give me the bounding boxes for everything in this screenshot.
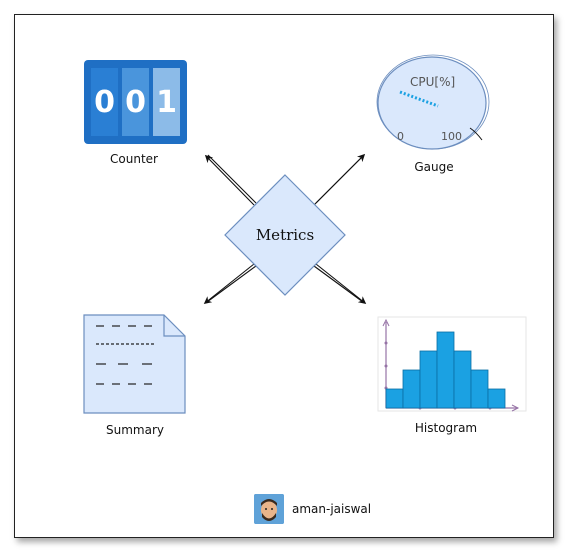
- connector-histogram: [313, 263, 367, 304]
- counter-digit: 0: [122, 68, 149, 136]
- counter-digit: 1: [153, 68, 180, 136]
- counter-label: Counter: [110, 152, 158, 166]
- gauge-title: CPU[%]: [410, 75, 456, 89]
- connector-counter: [204, 154, 257, 206]
- gauge-min-label: 0: [397, 130, 404, 143]
- metrics-label: Metrics: [255, 226, 315, 244]
- gauge-max-label: 100: [441, 130, 462, 143]
- avatar-face-icon: [254, 494, 284, 524]
- summary-document-icon: [83, 314, 186, 414]
- metrics-diamond: [224, 174, 346, 296]
- gauge-label: Gauge: [414, 160, 454, 174]
- author-badge: aman-jaiswal: [254, 494, 371, 524]
- connector-gauge: [313, 153, 366, 206]
- histogram-icon: [377, 316, 527, 412]
- connector-summary: [203, 263, 257, 304]
- author-name: aman-jaiswal: [292, 502, 372, 516]
- avatar: [254, 494, 284, 524]
- summary-label: Summary: [106, 423, 164, 437]
- counter-icon: 0 0 1: [84, 60, 187, 144]
- histogram-label: Histogram: [414, 421, 478, 435]
- counter-digit: 0: [91, 68, 118, 136]
- gauge-icon: [376, 54, 490, 150]
